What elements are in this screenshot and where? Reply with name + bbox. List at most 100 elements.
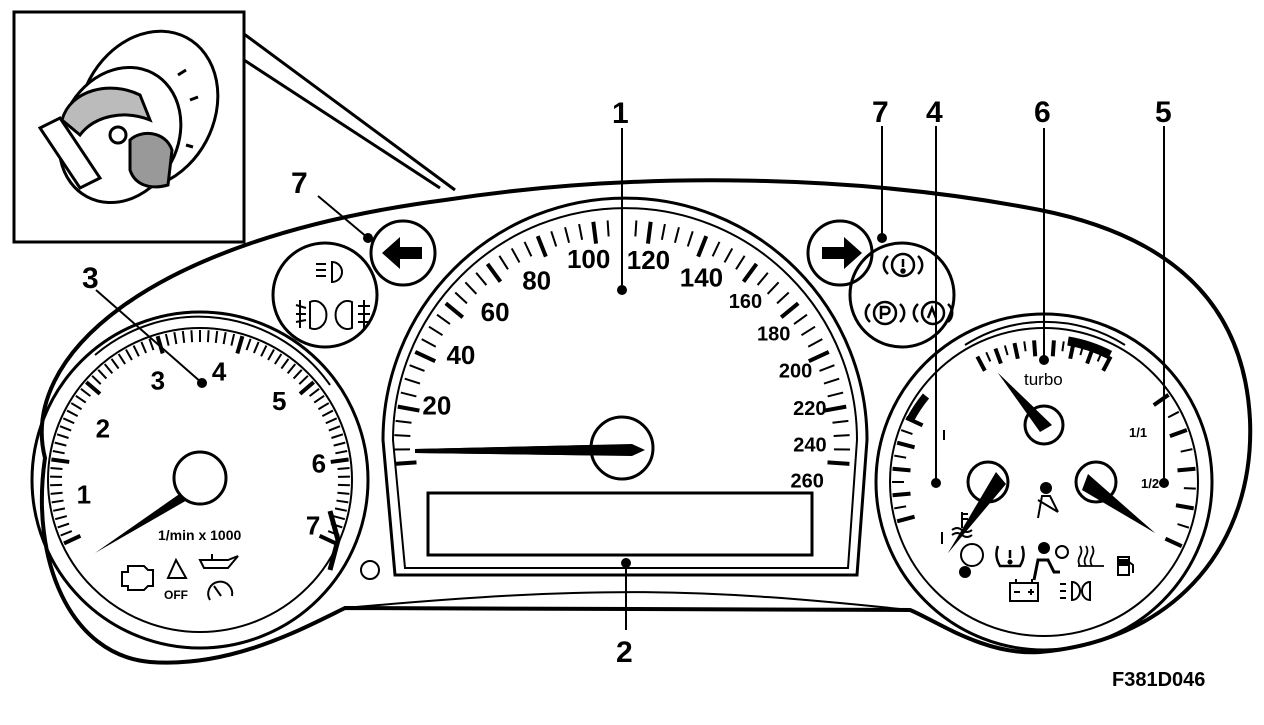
tachometer-tick — [281, 359, 288, 369]
brake-warning-icon — [884, 254, 922, 276]
speedometer-tick — [455, 293, 467, 304]
fuel-full-label: 1/1 — [1129, 425, 1147, 440]
tachometer-tick — [55, 516, 67, 519]
tachometer-tick — [299, 376, 308, 384]
speedometer-tick — [675, 227, 679, 242]
speedometer-tick — [713, 242, 720, 256]
speedometer-scale-label: 20 — [422, 390, 451, 420]
speedometer-tick — [446, 303, 463, 317]
rear-fog-light-icon — [336, 300, 370, 329]
speedometer-tick — [768, 282, 779, 294]
speedometer-tick — [398, 407, 420, 411]
speedometer-tick — [698, 236, 706, 256]
tachometer-tick — [337, 493, 349, 494]
oil-pressure-icon — [200, 554, 238, 568]
speedometer-scale-label: 180 — [757, 324, 790, 346]
tachometer-scale-label: 7 — [306, 511, 320, 541]
tachometer-tick — [98, 370, 106, 379]
speedometer-tick — [736, 256, 745, 269]
speedometer-tick — [781, 303, 798, 317]
speedometer-scale-label: 40 — [446, 340, 475, 370]
temperature-tick — [901, 430, 912, 434]
speedometer-scale-label: 220 — [793, 398, 826, 420]
dipped-beam-icon — [1060, 582, 1090, 600]
tachometer-tick — [52, 501, 64, 503]
tachometer-tick — [141, 342, 146, 353]
speedometer-tick — [405, 379, 420, 384]
tachometer-tick — [55, 443, 67, 446]
callout-4: 4 — [926, 96, 943, 129]
tachometer-tick — [310, 389, 320, 396]
fuel-tick — [1181, 449, 1193, 452]
turbo-tick — [1103, 357, 1111, 371]
speedometer-scale-label: 120 — [627, 245, 670, 275]
temperature-tick — [897, 443, 914, 448]
speedometer-tick — [825, 407, 847, 411]
speedometer-tick — [499, 256, 508, 269]
tachometer-tick — [288, 364, 296, 373]
speedometer-tick — [415, 352, 435, 361]
speedometer-tick — [828, 393, 844, 397]
callout-5: 5 — [1155, 96, 1172, 129]
tachometer-scale-label: 1 — [77, 479, 91, 509]
right-turn-signal-icon — [808, 221, 872, 285]
bulb-failure-icon — [959, 544, 983, 578]
tachometer-tick — [224, 332, 226, 344]
speedometer-tick — [476, 273, 486, 285]
tachometer-tick — [268, 350, 274, 360]
callout-3: 3 — [82, 262, 99, 295]
tachometer-tick — [53, 451, 65, 453]
tachometer-tick — [231, 334, 234, 346]
speedometer-scale-label: 160 — [729, 291, 762, 313]
callout-1: 1 — [612, 97, 629, 130]
speedometer-tick — [834, 435, 850, 436]
tachometer-tick — [112, 359, 119, 369]
speedometer-tick — [794, 315, 807, 324]
tachometer-scale-label: 5 — [272, 386, 286, 416]
speedometer-tick — [394, 435, 410, 436]
speedometer-tick — [820, 365, 835, 371]
front-fog-light-icon — [296, 300, 326, 329]
tachometer-tick — [336, 501, 348, 503]
callout-7-right: 7 — [872, 96, 889, 129]
trip-display — [428, 493, 812, 555]
tachometer-tick — [119, 354, 126, 364]
tachometer-tick — [67, 411, 78, 417]
tachometer-tick — [331, 434, 342, 438]
figure-code: F381D046 — [1112, 669, 1205, 691]
speedometer-tick — [832, 421, 848, 423]
tachometer-tick — [326, 418, 337, 423]
parking-brake-icon — [866, 302, 904, 324]
fuel-tick — [1178, 524, 1189, 528]
seatbelt-reminder-icon — [1038, 483, 1058, 518]
speedometer-tick — [410, 365, 425, 371]
tachometer-tick — [335, 451, 347, 453]
speedometer-tick — [395, 462, 417, 464]
dimmer-knob — [361, 561, 379, 579]
speedometer-tick — [525, 242, 532, 256]
speedometer-tick — [758, 273, 768, 285]
turbo-tick — [986, 352, 990, 361]
tachometer-tick — [247, 339, 251, 350]
tachometer-tick — [191, 330, 192, 342]
tachometer-scale-label: 2 — [96, 413, 110, 443]
tachometer-tick — [314, 396, 324, 403]
speedometer-tick — [538, 236, 546, 256]
tachometer-tick — [92, 376, 101, 384]
tachometer-tick — [335, 508, 347, 510]
tachometer-tick — [61, 531, 72, 535]
tachometer-tick — [64, 536, 80, 544]
tachometer-scale-label: 3 — [151, 366, 165, 396]
tachometer-tick — [58, 524, 69, 528]
temperature-tick — [893, 494, 911, 496]
speedometer-tick — [465, 282, 476, 294]
speedometer-tick — [565, 227, 569, 242]
speedometer-tick — [487, 264, 500, 282]
tachometer-tick — [320, 536, 336, 544]
tachometer-unit: 1/min x 1000 — [158, 527, 241, 543]
speedometer-tick — [608, 220, 609, 236]
tachometer-tick — [331, 459, 349, 461]
callout-6: 6 — [1034, 96, 1051, 129]
